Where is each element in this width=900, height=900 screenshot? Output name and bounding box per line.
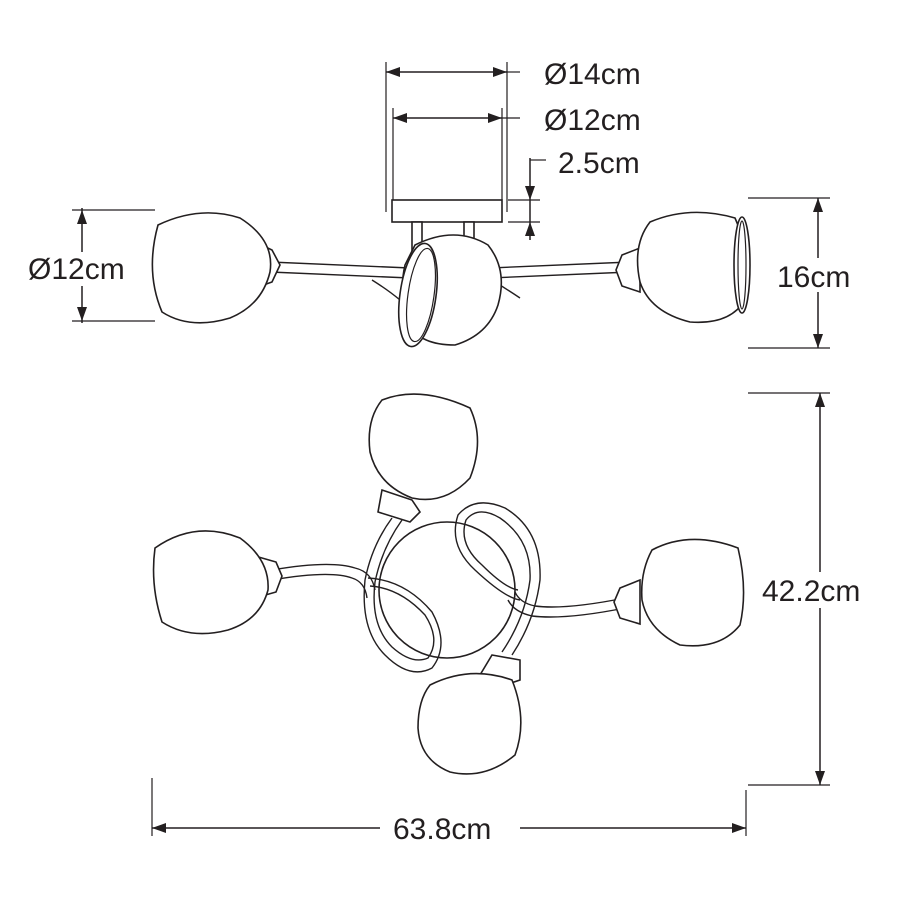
dim-top-width: 63.8cm [151,778,747,846]
side-elevation-view: Ø14cm Ø12cm 2.5cm [26,58,864,349]
label-side-height: 16cm [777,261,850,294]
label-top-width: 63.8cm [393,813,491,846]
dim-canopy-outer: Ø14cm [385,58,641,212]
plan-shade-right [613,538,745,647]
label-top-depth: 42.2cm [762,575,860,608]
plan-arms [271,502,626,673]
dim-canopy-height: 2.5cm [508,147,640,240]
center-canopy [378,521,516,659]
dim-side-height: 16cm [748,197,864,349]
plan-shade-left [152,530,283,635]
label-canopy-inner: Ø12cm [544,104,641,137]
plan-shade-bottom [417,654,522,775]
dim-top-depth: 42.2cm [748,392,880,786]
plan-shade-top [368,393,479,523]
label-canopy-height: 2.5cm [558,147,640,180]
side-shade-center [397,234,503,348]
side-shade-right [615,211,751,324]
label-canopy-outer: Ø14cm [544,58,641,91]
top-plan-view: 42.2cm 63.8cm [151,392,880,846]
side-shade-left [151,212,281,324]
dim-canopy-inner: Ø12cm [392,104,641,200]
label-shade-diameter: Ø12cm [28,253,125,286]
dim-shade-diameter: Ø12cm [26,208,155,323]
canopy-plate [391,199,503,223]
